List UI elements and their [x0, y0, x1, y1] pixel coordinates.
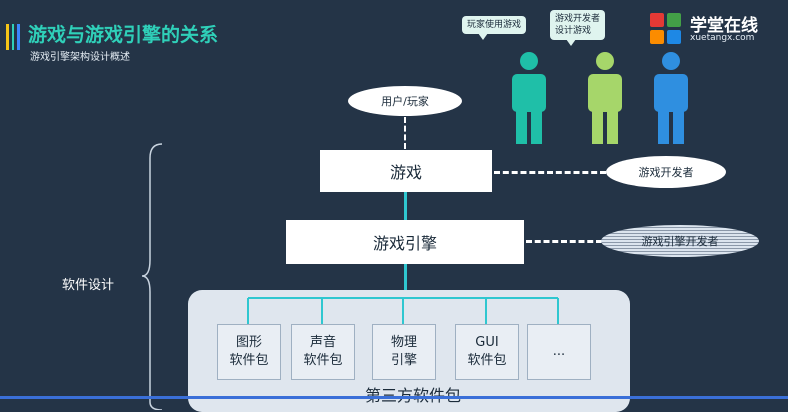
- title-accent-bars: [6, 24, 21, 50]
- sound-package-box: 声音 软件包: [291, 324, 355, 380]
- developer-speech-bubble: 游戏开发者 设计游戏: [550, 10, 606, 46]
- graphics-package-box: 图形 软件包: [217, 324, 281, 380]
- software-design-label: 软件设计: [62, 278, 115, 293]
- third-party-packages-label: 第三方软件包: [338, 382, 488, 406]
- software-design-brace: [141, 143, 163, 410]
- game-developer-person-icon: [588, 52, 622, 144]
- player-person-icon: [512, 52, 546, 144]
- game-developer-connector: [494, 171, 606, 174]
- engine-developer-person-icon: [654, 52, 688, 144]
- slide-title: 游戏与游戏引擎的关系: [28, 24, 219, 46]
- engine-packages-connector: [404, 264, 407, 296]
- gui-package-box: GUI 软件包: [455, 324, 519, 380]
- accent-bar-teal: [11, 24, 15, 50]
- game-box: 游戏: [320, 150, 492, 192]
- logo-tile-red: [650, 13, 664, 27]
- accent-bar-blue: [17, 24, 21, 50]
- video-progress-line: [0, 396, 788, 399]
- logo-url: xuetangx.com: [690, 33, 755, 43]
- logo-grid-icon: [650, 13, 686, 47]
- slide-subtitle: 游戏引擎架构设计概述: [30, 52, 130, 63]
- logo-text: 学堂在线: [690, 16, 758, 36]
- game-developer-node: 游戏开发者: [606, 156, 726, 188]
- xuetangx-logo: 学堂在线 xuetangx.com: [650, 10, 782, 48]
- logo-tile-blue: [667, 30, 681, 44]
- user-game-connector: [404, 117, 406, 149]
- engine-developer-node: 游戏引擎开发者: [601, 225, 759, 257]
- user-player-node: 用户/玩家: [348, 86, 462, 116]
- game-engine-connector: [404, 192, 407, 220]
- package-connectors: [247, 297, 559, 324]
- logo-tile-orange: [650, 30, 664, 44]
- accent-bar-yellow: [6, 24, 9, 50]
- player-speech-bubble: 玩家使用游戏: [462, 16, 527, 40]
- logo-tile-green: [667, 13, 681, 27]
- engine-developer-connector: [526, 240, 602, 243]
- physics-engine-box: 物理 引擎: [372, 324, 436, 380]
- game-engine-box: 游戏引擎: [286, 220, 524, 264]
- more-packages-box: ...: [527, 324, 591, 380]
